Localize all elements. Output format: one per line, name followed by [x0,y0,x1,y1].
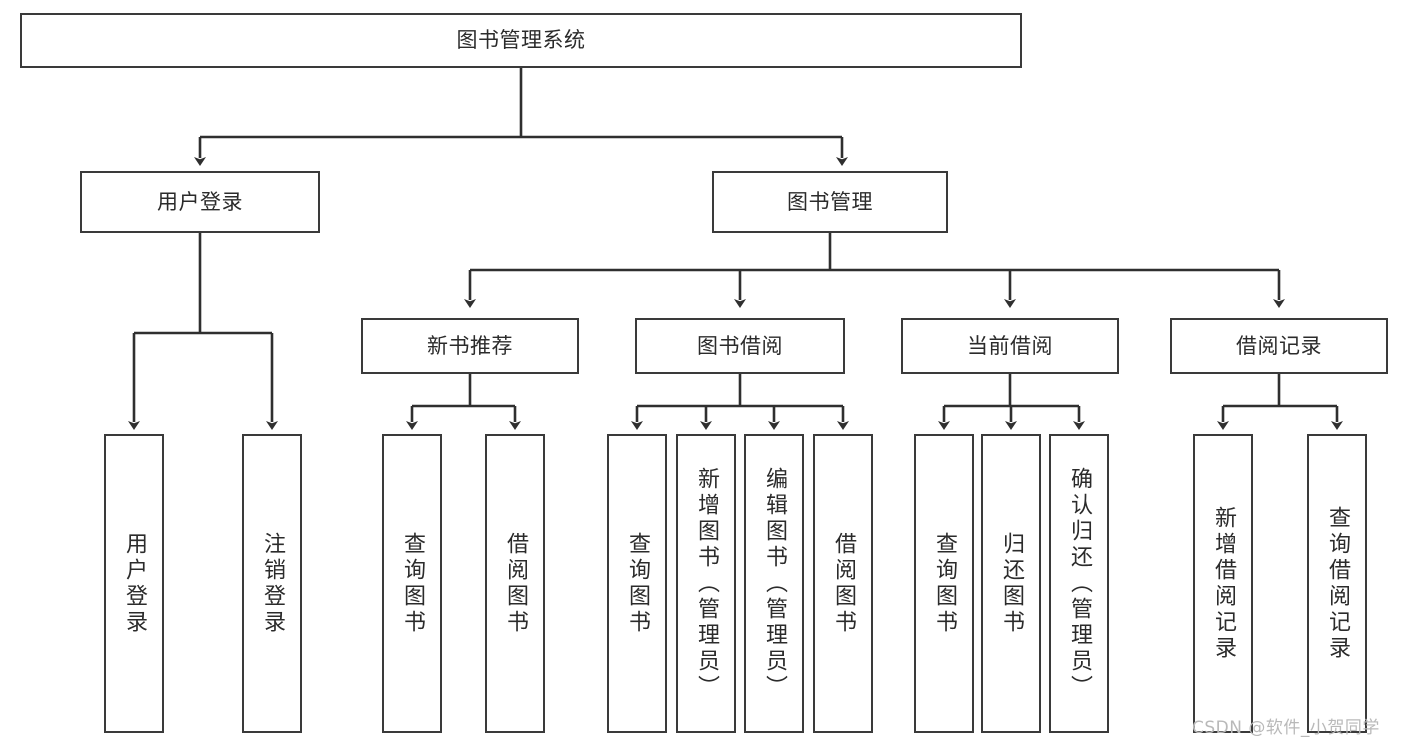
node-book-manage-label: 图书管理 [787,189,873,214]
node-leaf-br-query-record-label: 查询借阅记录 [1325,505,1350,662]
node-user-login-label: 用户登录 [157,189,243,214]
node-leaf-nb-borrow-book[interactable]: 借阅图书 [485,434,545,733]
node-user-login[interactable]: 用户登录 [80,171,320,233]
node-leaf-cb-confirm-return[interactable]: 确认归还（管理员） [1049,434,1109,733]
node-leaf-nb-borrow-book-label: 借阅图书 [503,531,528,636]
node-borrow-record[interactable]: 借阅记录 [1170,318,1388,374]
node-book-manage[interactable]: 图书管理 [712,171,948,233]
node-leaf-bb-add-book[interactable]: 新增图书（管理员） [676,434,736,733]
node-leaf-user-login-label: 用户登录 [122,531,147,636]
node-leaf-nb-query-book-label: 查询图书 [400,531,425,636]
node-leaf-bb-borrow-book-label: 借阅图书 [831,531,856,636]
node-leaf-nb-query-book[interactable]: 查询图书 [382,434,442,733]
csdn-watermark: CSDN @软件_小贺同学 [1192,718,1380,738]
node-leaf-bb-borrow-book[interactable]: 借阅图书 [813,434,873,733]
node-book-borrow[interactable]: 图书借阅 [635,318,845,374]
node-current-borrow-label: 当前借阅 [967,333,1053,358]
node-leaf-bb-edit-book[interactable]: 编辑图书（管理员） [744,434,804,733]
node-leaf-cb-confirm-return-label: 确认归还（管理员） [1067,466,1092,701]
node-leaf-br-add-record-label: 新增借阅记录 [1211,505,1236,662]
node-leaf-bb-query-book-label: 查询图书 [625,531,650,636]
node-leaf-cb-return-book-label: 归还图书 [999,531,1024,636]
node-leaf-br-query-record[interactable]: 查询借阅记录 [1307,434,1367,733]
node-leaf-cb-query-book-label: 查询图书 [932,531,957,636]
node-leaf-bb-add-book-label: 新增图书（管理员） [694,466,719,701]
node-new-book-recommend-label: 新书推荐 [427,333,513,358]
node-leaf-cb-return-book[interactable]: 归还图书 [981,434,1041,733]
node-leaf-user-login[interactable]: 用户登录 [104,434,164,733]
node-current-borrow[interactable]: 当前借阅 [901,318,1119,374]
node-root-label: 图书管理系统 [456,28,586,53]
node-book-borrow-label: 图书借阅 [697,333,783,358]
node-leaf-bb-edit-book-label: 编辑图书（管理员） [762,466,787,701]
node-leaf-br-add-record[interactable]: 新增借阅记录 [1193,434,1253,733]
node-leaf-bb-query-book[interactable]: 查询图书 [607,434,667,733]
node-leaf-logout[interactable]: 注销登录 [242,434,302,733]
node-leaf-cb-query-book[interactable]: 查询图书 [914,434,974,733]
node-leaf-logout-label: 注销登录 [260,531,285,636]
node-new-book-recommend[interactable]: 新书推荐 [361,318,579,374]
node-borrow-record-label: 借阅记录 [1236,333,1322,358]
node-root[interactable]: 图书管理系统 [20,13,1022,68]
